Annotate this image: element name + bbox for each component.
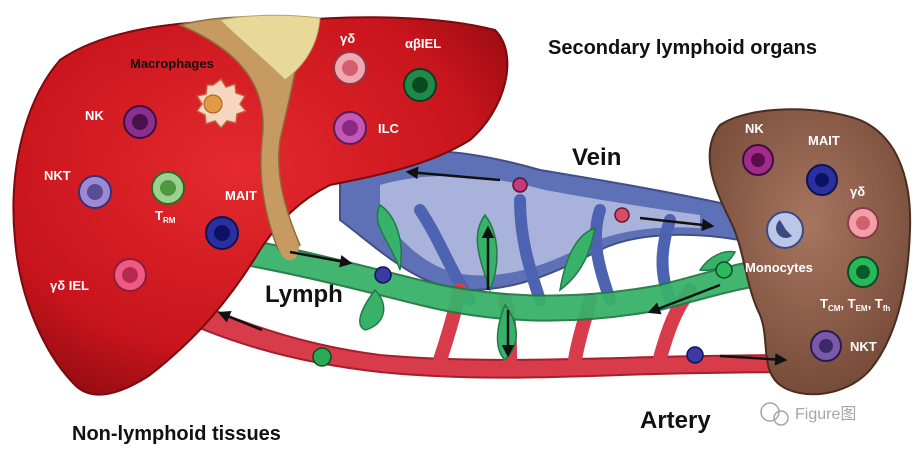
lymph-node-organ	[708, 108, 912, 396]
artery-cell-1	[312, 347, 332, 367]
arrow-lymph-left	[647, 283, 721, 315]
arrow-lymph-right	[289, 250, 353, 268]
label-ab-iel: αβIEL	[405, 36, 441, 51]
vein-vessel	[339, 150, 742, 306]
lymph-cell-2	[715, 261, 733, 279]
non-lymphoid-label: Non-lymphoid tissues	[72, 423, 281, 445]
node-cells	[742, 144, 879, 362]
watermark-text: Figure图	[795, 406, 856, 423]
label-liver-gd: γδ	[340, 31, 355, 46]
arrow-vein-left	[405, 166, 501, 182]
arrow-artery-right	[719, 353, 788, 366]
vessel-cells	[312, 177, 733, 367]
watermark: Figure图	[760, 402, 856, 426]
lymph-label: Lymph	[265, 281, 343, 308]
arrow-vein-right	[639, 216, 715, 232]
label-node-nkt: NKT	[850, 339, 877, 354]
label-macrophages: Macrophages	[130, 56, 214, 71]
arrow-artery-left	[217, 310, 263, 332]
label-liver-nkt: NKT	[44, 168, 71, 183]
lymph-cell-1	[374, 266, 392, 284]
label-gd-iel: γδ IEL	[50, 278, 89, 293]
flow-arrows	[217, 166, 788, 366]
artery-cell-2	[686, 346, 704, 364]
liver-cells	[78, 51, 437, 292]
label-ilc: ILC	[378, 121, 400, 136]
vein-label: Vein	[572, 144, 621, 171]
label-trm: TRM	[155, 208, 176, 225]
label-liver-mait: MAIT	[225, 188, 257, 203]
label-liver-nk: NK	[85, 108, 104, 123]
label-node-mait: MAIT	[808, 133, 840, 148]
label-monocytes: Monocytes	[745, 260, 813, 275]
diagram-title: Secondary lymphoid organs	[548, 37, 817, 59]
label-node-t-subsets: TCM, TEM, Tfh	[820, 296, 890, 313]
label-node-gd: γδ	[850, 184, 865, 199]
artery-label: Artery	[640, 407, 711, 434]
vein-cell-2	[614, 207, 630, 223]
label-node-nk: NK	[745, 121, 764, 136]
vein-cell-1	[512, 177, 528, 193]
